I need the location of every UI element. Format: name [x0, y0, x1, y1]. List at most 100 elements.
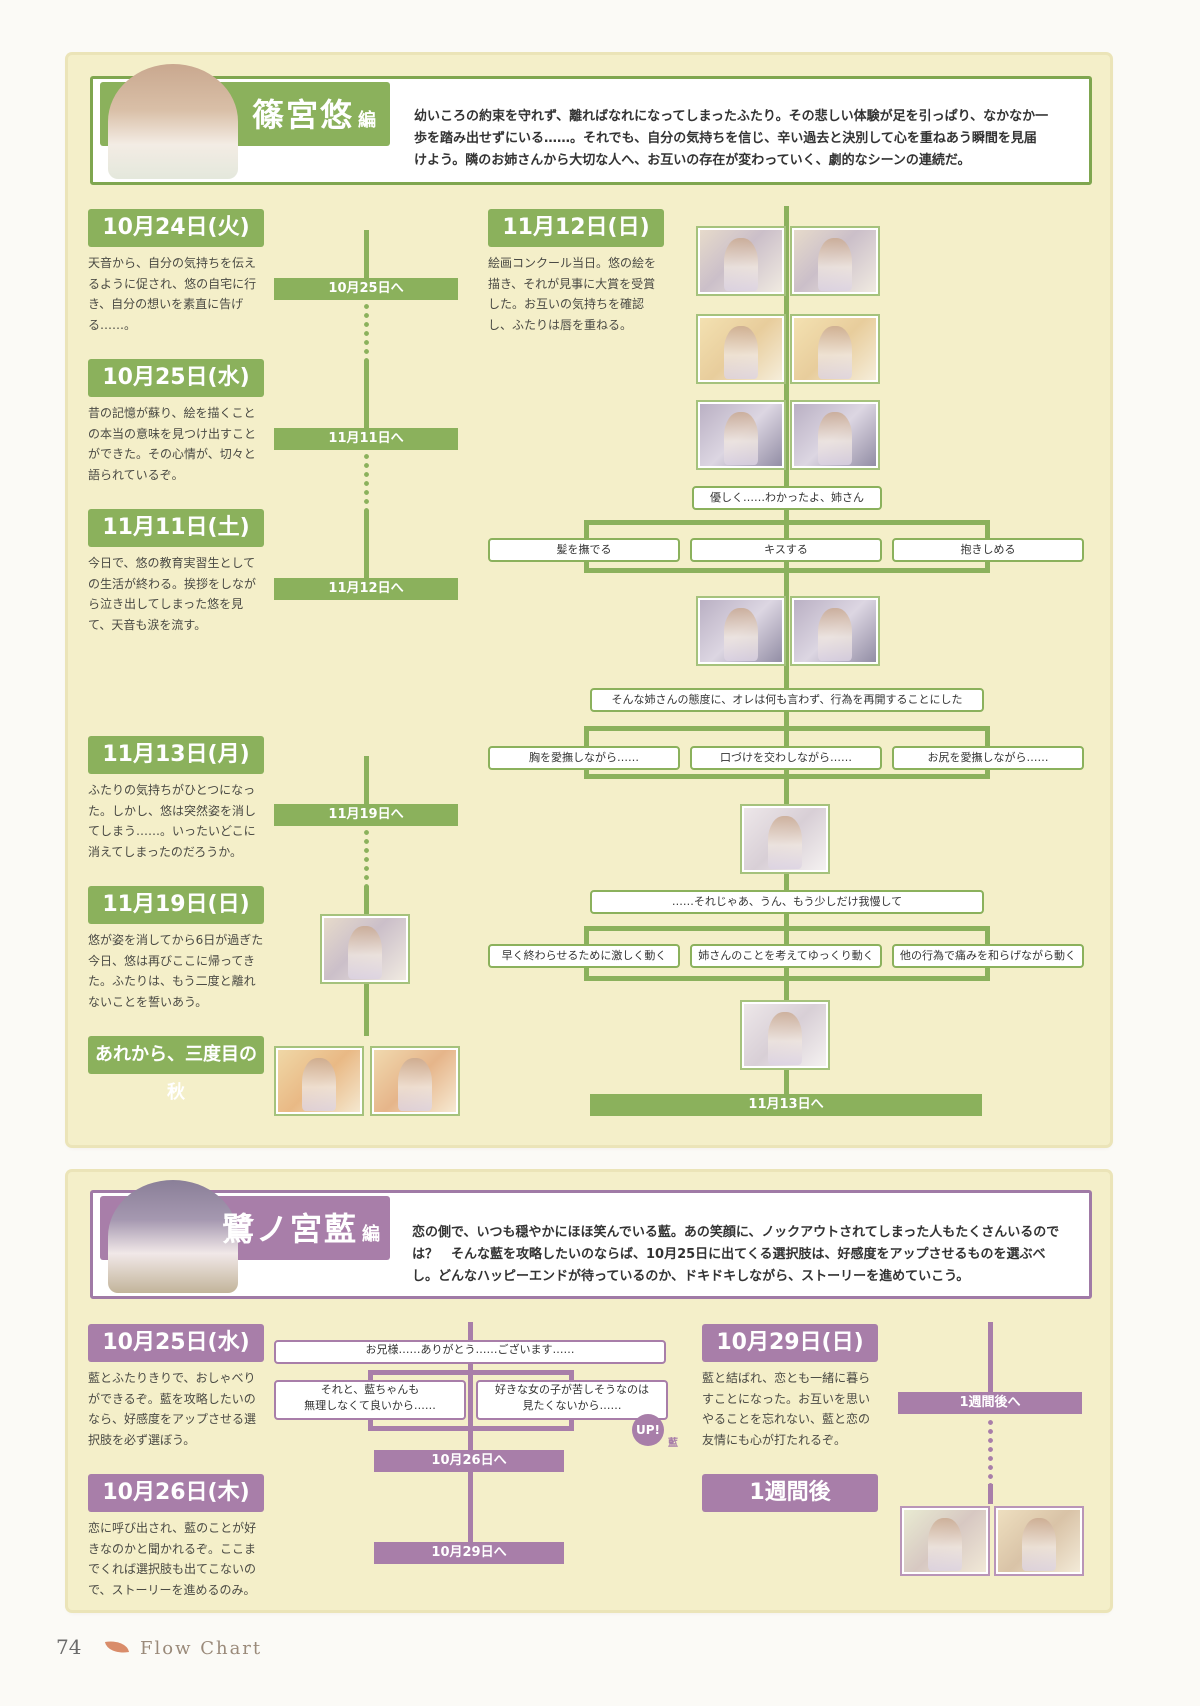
jump-nov13: 11月13日へ: [590, 1094, 982, 1116]
jump-one-week: 1週間後へ: [898, 1392, 1082, 1414]
desc-oct24: 天音から、自分の気持ちを伝えるように促され、悠の自宅に行き、自分の想いを素直に告…: [88, 256, 257, 332]
dialogue-line: お兄様……ありがとう……ございます……: [274, 1340, 666, 1364]
flow-line: [364, 510, 369, 590]
event-cg-thumbnail: [320, 914, 410, 984]
branch-line: [985, 520, 990, 540]
event-cg-thumbnail: [740, 1000, 830, 1070]
branch-line: [584, 520, 589, 540]
ai-route-title: 鷺ノ宮藍編: [222, 1210, 383, 1248]
choice-caress-chest[interactable]: 胸を愛撫しながら……: [488, 746, 680, 770]
event-cg-thumbnail: [790, 226, 880, 296]
ai-portrait: [108, 1180, 238, 1293]
flow-line: [988, 1322, 993, 1392]
event-cg-thumbnail: [274, 1046, 364, 1116]
branch-line: [985, 726, 990, 746]
event-cg-thumbnail: [790, 596, 880, 666]
merge-line: [584, 568, 990, 573]
flow-dots: [364, 302, 369, 360]
jump-oct25: 10月25日へ: [274, 278, 458, 300]
desc-ai-oct25: 藍とふたりきりで、おしゃべりができるぞ。藍を攻略したいのなら、好感度をアップさせ…: [88, 1371, 257, 1447]
jump-nov11: 11月11日へ: [274, 428, 458, 450]
event-cg-thumbnail: [370, 1046, 460, 1116]
merge-line: [368, 1426, 574, 1431]
flow-dots: [364, 828, 369, 886]
date-nov13: 11月13日(月): [88, 736, 264, 774]
flow-line: [364, 360, 369, 440]
branch-line: [584, 520, 990, 525]
branch-line: [584, 926, 589, 946]
event-cg-thumbnail: [900, 1506, 990, 1576]
date-nov11: 11月11日(土): [88, 509, 264, 547]
merge-line: [985, 768, 990, 779]
date-nov19: 11月19日(日): [88, 886, 264, 924]
event-cg-thumbnail: [696, 596, 786, 666]
merge-line: [584, 774, 990, 779]
branch-line: [584, 726, 589, 746]
merge-line: [584, 560, 589, 573]
desc-ai-oct29: 藍と結ばれ、恋とも一緒に暮らすことになった。お互いを思いやることを忘れない、藍と…: [702, 1371, 871, 1447]
choice-move-gently[interactable]: 姉さんのことを考えてゆっくり動く: [690, 944, 882, 968]
merge-line: [569, 1418, 574, 1431]
merge-line: [368, 1418, 373, 1431]
flow-line: [364, 756, 369, 816]
choice-move-hard[interactable]: 早く終わらせるために激しく動く: [488, 944, 680, 968]
date-nov12: 11月12日(日): [488, 209, 664, 247]
merge-line: [985, 560, 990, 573]
choice-dont-overdo[interactable]: それと、藍ちゃんも 無理しなくて良いから……: [274, 1380, 466, 1420]
affection-up-note: 藍: [668, 1438, 678, 1449]
event-cg-thumbnail: [994, 1506, 1084, 1576]
choice-stroke-hair[interactable]: 髪を撫でる: [488, 538, 680, 562]
main-flow-line: [784, 206, 789, 1096]
desc-nov13: ふたりの気持ちがひとつになった。しかし、悠は突然姿を消してしまう……。いったいど…: [88, 783, 257, 859]
jump-nov19: 11月19日へ: [274, 804, 458, 826]
yu-intro-text: 幼いころの約束を守れず、離ればなれになってしまったふたり。その悲しい体験が足を引…: [414, 109, 1049, 168]
choice-ease-pain[interactable]: 他の行為で痛みを和らげながら動く: [892, 944, 1084, 968]
ai-intro-text: 恋の側で、いつも穏やかにほほ笑んでいる藍。あの笑顔に、ノックアウトされてしまった…: [412, 1225, 1060, 1284]
choice-hug[interactable]: 抱きしめる: [892, 538, 1084, 562]
affection-up-badge: UP!: [632, 1414, 664, 1446]
leaf-icon: [104, 1638, 130, 1656]
merge-line: [985, 966, 990, 981]
flow-dots: [364, 452, 369, 510]
one-week-later-box: 1週間後: [702, 1474, 878, 1512]
dialogue-line: 優しく……わかったよ、姉さん: [692, 486, 882, 510]
branch-line: [368, 1370, 574, 1375]
jump-ai-oct26: 10月26日へ: [374, 1450, 564, 1472]
section-title: Flow Chart: [140, 1638, 263, 1659]
event-cg-thumbnail: [696, 314, 786, 384]
dialogue-line: ……それじゃあ、うん、もう少しだけ我慢して: [590, 890, 984, 914]
branch-line: [584, 726, 990, 731]
date-oct24: 10月24日(火): [88, 209, 264, 247]
yu-portrait: [108, 64, 238, 179]
merge-line: [584, 768, 589, 779]
desc-nov19: 悠が姿を消してから6日が過ぎた今日、悠は再びここに帰ってきた。ふたりは、もう二度…: [88, 933, 264, 1009]
choice-kiss[interactable]: キスする: [690, 538, 882, 562]
event-cg-thumbnail: [790, 314, 880, 384]
flow-dots: [988, 1418, 993, 1484]
date-ai-oct29: 10月29日(日): [702, 1324, 878, 1362]
flow-line: [468, 1322, 473, 1554]
branch-line: [985, 926, 990, 946]
merge-line: [584, 976, 990, 981]
event-cg-thumbnail: [790, 400, 880, 470]
desc-ai-oct26: 恋に呼び出され、藍のことが好きなのかと聞かれるぞ。ここまでくれば選択肢も出てこな…: [88, 1521, 257, 1597]
event-cg-thumbnail: [740, 804, 830, 874]
page-number: 74: [56, 1635, 82, 1659]
branch-line: [584, 926, 990, 931]
jump-nov12: 11月12日へ: [274, 578, 458, 600]
dialogue-line: そんな姉さんの態度に、オレは何も言わず、行為を再開することにした: [590, 688, 984, 712]
choice-dont-want-to-see[interactable]: 好きな女の子が苦しそうなのは 見たくないから……: [476, 1380, 668, 1420]
choice-caress-hip[interactable]: お尻を愛撫しながら……: [892, 746, 1084, 770]
desc-nov12: 絵画コンクール当日。悠の絵を描き、それが見事に大賞を受賞した。お互いの気持ちを確…: [488, 256, 657, 332]
event-cg-thumbnail: [696, 226, 786, 296]
event-cg-thumbnail: [696, 400, 786, 470]
flow-line: [364, 230, 369, 288]
branch-line: [368, 1370, 373, 1384]
date-oct25: 10月25日(水): [88, 359, 264, 397]
choice-exchange-kiss[interactable]: 口づけを交わしながら……: [690, 746, 882, 770]
merge-line: [584, 966, 589, 981]
branch-line: [569, 1370, 574, 1384]
epilogue-box: あれから、三度目の秋: [88, 1036, 264, 1103]
date-ai-oct26: 10月26日(木): [88, 1474, 264, 1512]
date-ai-oct25: 10月25日(水): [88, 1324, 264, 1362]
